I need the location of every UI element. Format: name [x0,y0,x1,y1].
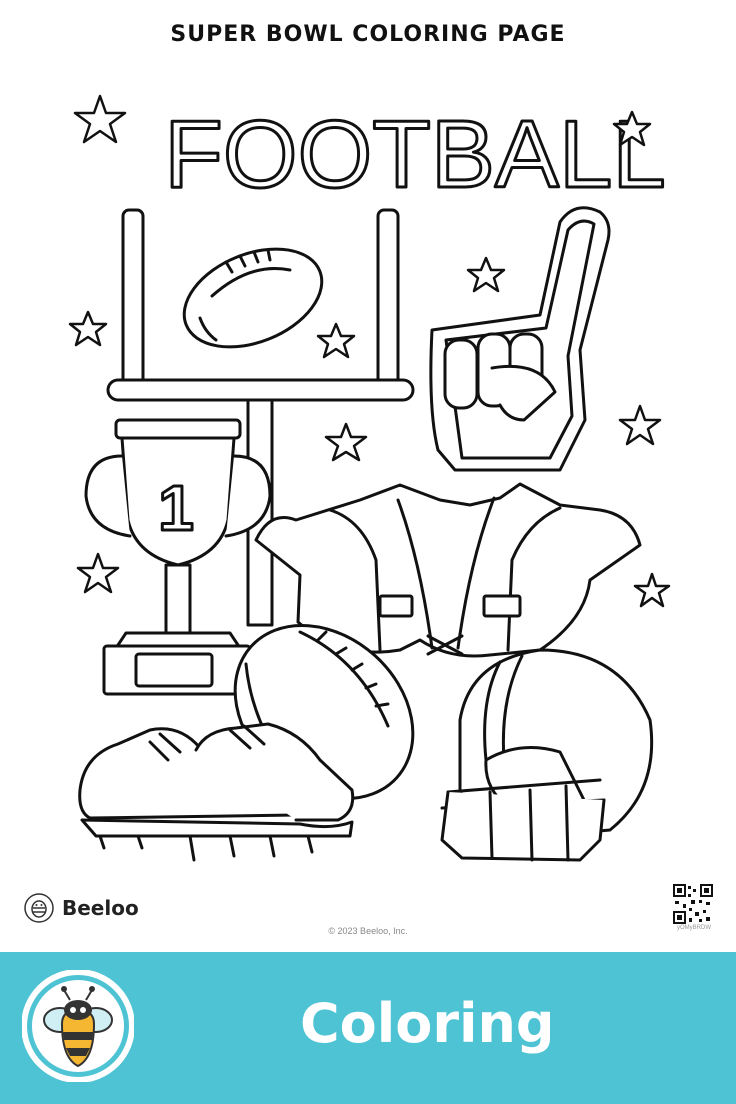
qr-code-text: yOMyBRDW [677,925,711,931]
star-icon [316,322,356,359]
qr-code-icon [673,884,713,924]
page-title: SUPER BOWL COLORING PAGE [170,22,566,47]
category-banner: Coloring [0,952,736,1104]
star-icons [68,94,671,608]
star-icon [612,110,652,147]
trophy-number: 1 [158,472,194,544]
star-icon [73,94,127,144]
trophy: 1 [84,418,272,696]
star-icon [68,310,108,347]
coloring-illustration: FOOTBALL 1 [68,94,671,862]
star-icon [324,422,368,462]
brand-logo: Beeloo [24,893,139,923]
star-icon [618,404,662,446]
bee-icon [24,893,54,923]
headline-text: FOOTBALL [164,101,665,208]
cleats [78,722,355,862]
helmet [440,648,654,862]
copyright-text: © 2023 Beeloo, Inc. [328,926,408,936]
star-icon [633,572,671,608]
star-icon [466,256,506,293]
star-icon [76,552,120,594]
shoulder-pads [254,482,642,658]
foam-finger [429,206,611,472]
brand-name: Beeloo [62,896,139,920]
banner-label: Coloring [300,992,555,1055]
small-football [182,247,324,349]
bee-mascot-icon [22,970,134,1082]
